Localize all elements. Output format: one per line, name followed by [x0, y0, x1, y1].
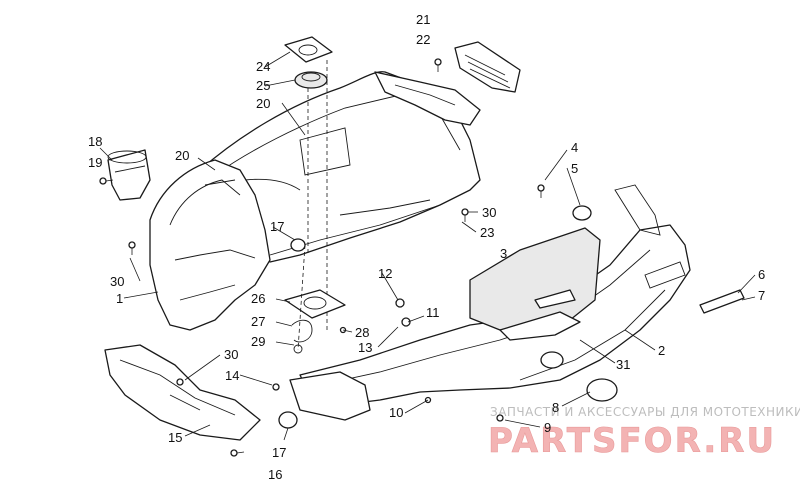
- callout-30-bottom: 30: [224, 347, 238, 362]
- callout-1: 1: [116, 291, 123, 306]
- callout-16: 16: [268, 467, 282, 482]
- scuff-pad: [469, 227, 601, 341]
- leader-lines: [99, 51, 756, 441]
- lower-plate: [284, 289, 346, 319]
- callout-5: 5: [571, 161, 578, 176]
- callout-20-top: 20: [256, 96, 270, 111]
- callout-31: 31: [616, 357, 630, 372]
- callout-20-left: 20: [175, 148, 189, 163]
- washer-5: [572, 205, 592, 221]
- small-clip-11: [401, 317, 411, 327]
- fastener-30-left: [128, 241, 136, 255]
- callout-12: 12: [378, 266, 392, 281]
- top-plate: [284, 36, 333, 63]
- small-clip-12: [395, 298, 405, 308]
- upper-panel: [199, 71, 481, 263]
- callout-9: 9: [544, 420, 551, 435]
- callout-26: 26: [251, 291, 265, 306]
- callout-29: 29: [251, 334, 265, 349]
- callout-19: 19: [88, 155, 102, 170]
- callout-30-left: 30: [110, 274, 124, 289]
- callout-4: 4: [571, 140, 578, 155]
- watermark-tagline: ЗАПЧАСТИ И АКСЕССУАРЫ ДЛЯ МОТОТЕХНИКИ: [490, 405, 800, 419]
- hose-clamp: [291, 319, 313, 354]
- callout-27: 27: [251, 314, 265, 329]
- fastener-4: [537, 184, 545, 198]
- callout-7: 7: [758, 288, 765, 303]
- fastener-30-lower: [176, 378, 184, 386]
- fastener-19: [99, 177, 114, 185]
- fastener-9: [496, 414, 504, 422]
- washer-17-upper: [290, 238, 306, 252]
- fastener-22: [434, 58, 442, 72]
- callout-6: 6: [758, 267, 765, 282]
- callout-14: 14: [225, 368, 239, 383]
- callout-11: 11: [426, 305, 440, 320]
- callout-13: 13: [358, 340, 372, 355]
- fastener-30-right: [461, 208, 469, 222]
- callout-3: 3: [500, 246, 507, 261]
- rubber-boot: [107, 149, 151, 201]
- callout-2: 2: [658, 343, 665, 358]
- vent-grille: [454, 41, 521, 93]
- round-cap: [586, 378, 618, 402]
- callout-30-right: 30: [482, 205, 496, 220]
- callouts: 1 2 3 4 5 6 7 8 9 10 11 12 13 14 15 16 1…: [88, 12, 765, 482]
- left-side-panel: [149, 159, 271, 331]
- fastener-14: [272, 383, 280, 391]
- lower-guard: [104, 344, 261, 441]
- washer-17-lower: [278, 411, 298, 429]
- callout-17-lower: 17: [272, 445, 286, 460]
- grommet: [294, 71, 328, 89]
- right-bracket: [374, 71, 481, 126]
- callout-8: 8: [552, 400, 559, 415]
- callout-15: 15: [168, 430, 182, 445]
- callout-17-upper: 17: [270, 219, 284, 234]
- callout-25: 25: [256, 78, 270, 93]
- fastener-16: [230, 449, 245, 457]
- callout-28: 28: [355, 325, 369, 340]
- callout-22: 22: [416, 32, 430, 47]
- callout-18: 18: [88, 134, 102, 149]
- front-bumper: [289, 371, 371, 421]
- callout-24: 24: [256, 59, 270, 74]
- decal-strip: [699, 289, 745, 314]
- watermark-brand: PARTSFOR.RU: [488, 421, 776, 461]
- callout-21: 21: [416, 12, 430, 27]
- oval-plug: [540, 351, 564, 369]
- callout-10: 10: [389, 405, 403, 420]
- callout-23: 23: [480, 225, 494, 240]
